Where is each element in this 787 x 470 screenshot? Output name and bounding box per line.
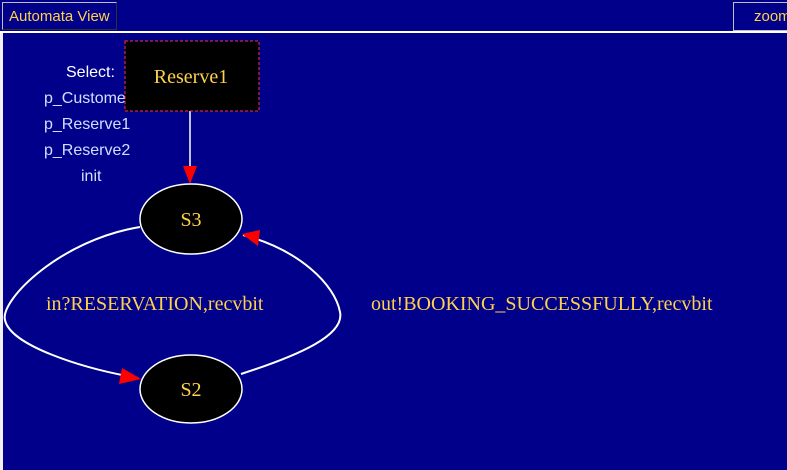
state-s3[interactable]: S3: [139, 183, 243, 255]
edge-s3-to-s2: [3, 226, 141, 379]
option-init[interactable]: init: [81, 168, 102, 185]
select-panel: Select: p_Customer p_Reserve1 p_Reserve2…: [44, 60, 154, 190]
process-label: Reserve1: [154, 66, 228, 88]
left-border: [0, 33, 3, 470]
option-p-customer[interactable]: p_Customer: [44, 90, 132, 107]
arrow-head-s3: [242, 230, 260, 246]
transition-label-out: out!BOOKING_SUCCESSFULLY,recvbit: [371, 293, 713, 315]
state-s2-label: S2: [180, 379, 201, 401]
option-p-reserve2[interactable]: p_Reserve2: [44, 142, 131, 159]
initial-arrow-head: [183, 166, 197, 184]
view-title: Automata View: [2, 2, 117, 30]
zoom-button[interactable]: zoom: [733, 2, 787, 31]
process-box[interactable]: Reserve1: [124, 40, 262, 114]
state-s2[interactable]: S2: [139, 354, 243, 424]
state-s2-shape: [139, 354, 243, 424]
state-s3-shape: [139, 183, 243, 255]
transition-label-in: in?RESERVATION,recvbit: [46, 293, 264, 315]
select-label: Select:: [66, 64, 115, 81]
state-s3-label: S3: [180, 209, 201, 231]
edge-s2-to-s3: [240, 234, 342, 375]
process-box-frame: [124, 40, 260, 112]
top-bar: Automata View zoom: [0, 0, 787, 33]
option-p-reserve1[interactable]: p_Reserve1: [44, 116, 131, 133]
arrow-head-s2: [119, 368, 141, 384]
